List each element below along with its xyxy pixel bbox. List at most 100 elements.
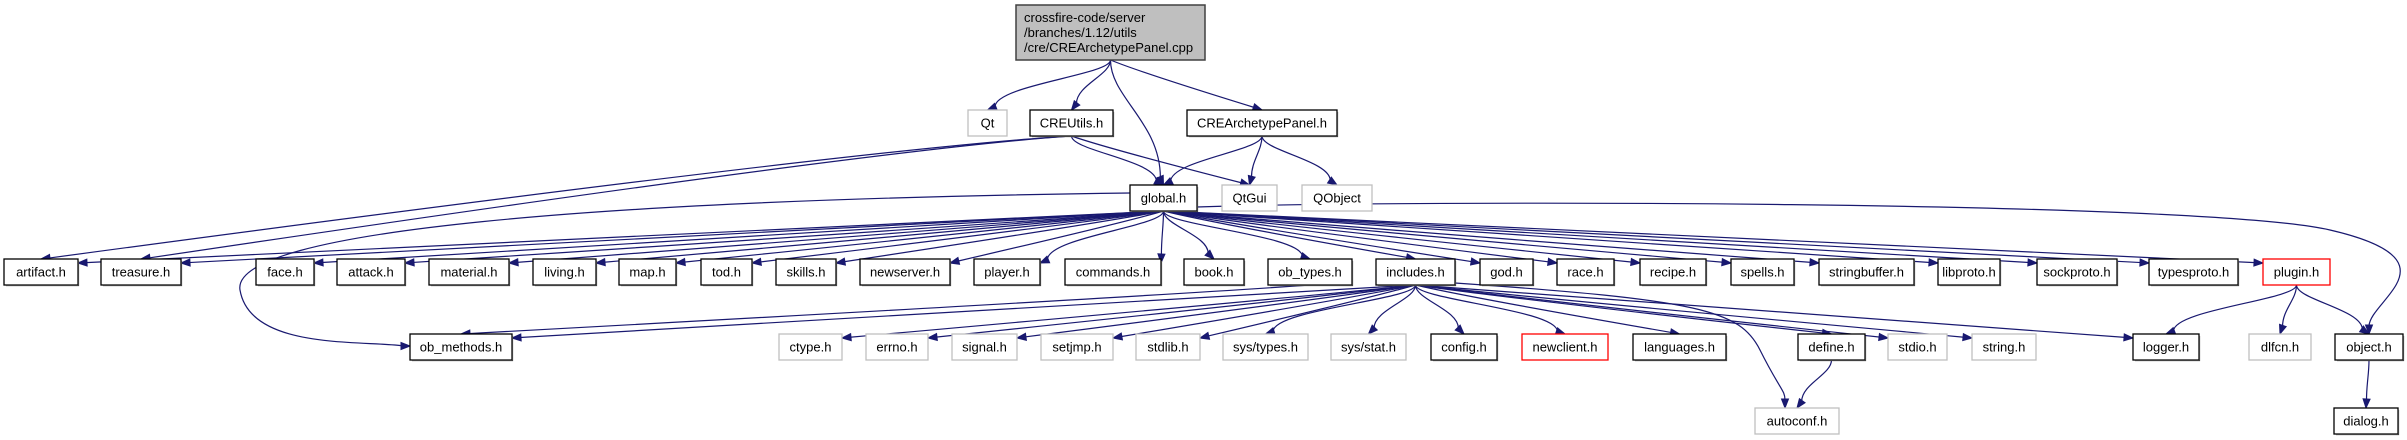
node-sockproto[interactable]: sockproto.h (2036, 258, 2119, 287)
node-stdlib-label: stdlib.h (1147, 340, 1188, 355)
node-map-box[interactable] (618, 258, 677, 286)
node-god-box[interactable] (1479, 258, 1534, 286)
node-signal[interactable]: signal.h (951, 333, 1018, 361)
node-autoconf[interactable]: autoconf.h (1754, 407, 1840, 435)
node-systypes-box[interactable] (1222, 333, 1309, 361)
node-player-box[interactable] (973, 258, 1041, 286)
node-sysstat[interactable]: sys/stat.h (1330, 333, 1407, 361)
node-object[interactable]: object.h (2334, 333, 2405, 362)
node-stringbuffer[interactable]: stringbuffer.h (1818, 258, 1916, 287)
node-stdlib[interactable]: stdlib.h (1135, 333, 1201, 361)
node-logger[interactable]: logger.h (2132, 333, 2201, 362)
node-root-box[interactable] (1015, 4, 1206, 61)
node-treasure[interactable]: treasure.h (100, 258, 183, 287)
node-dlfcn-box[interactable] (2248, 333, 2312, 361)
node-living-box[interactable] (532, 258, 597, 286)
node-map[interactable]: map.h (618, 258, 678, 287)
node-newserver-box[interactable] (859, 258, 951, 286)
node-setjmp-box[interactable] (1040, 333, 1114, 361)
node-CREUtils-box[interactable] (1029, 109, 1114, 137)
node-book-label: book.h (1194, 265, 1233, 280)
node-tod[interactable]: tod.h (700, 258, 754, 287)
edge-includes-to-logger (1415, 284, 2126, 339)
node-race[interactable]: race.h (1556, 258, 1616, 287)
node-logger-box[interactable] (2132, 333, 2200, 361)
node-CREArchetypePanel[interactable]: CREArchetypePanel.h (1186, 109, 1339, 138)
node-typesproto-shadow (2151, 261, 2240, 287)
node-setjmp[interactable]: setjmp.h (1040, 333, 1114, 361)
node-libproto-label: libproto.h (1942, 265, 1995, 280)
node-skills-label: skills.h (786, 265, 825, 280)
node-newserver[interactable]: newserver.h (859, 258, 952, 287)
node-skills[interactable]: skills.h (775, 258, 838, 287)
node-god[interactable]: god.h (1479, 258, 1535, 287)
node-signal-box[interactable] (951, 333, 1018, 361)
node-includes-box[interactable] (1375, 258, 1456, 286)
node-global[interactable]: global.h (1129, 184, 1199, 213)
node-systypes[interactable]: sys/types.h (1222, 333, 1309, 361)
node-sysstat-box[interactable] (1330, 333, 1407, 361)
node-stringbuffer-box[interactable] (1818, 258, 1915, 286)
node-face-shadow (258, 261, 316, 287)
node-CREArchetypePanel-box[interactable] (1186, 109, 1338, 137)
node-plugin-label: plugin.h (2274, 265, 2320, 280)
node-errno[interactable]: errno.h (865, 333, 929, 361)
node-errno-box[interactable] (865, 333, 929, 361)
node-dlfcn[interactable]: dlfcn.h (2248, 333, 2312, 361)
node-artifact[interactable]: artifact.h (3, 258, 80, 287)
node-includes[interactable]: includes.h (1375, 258, 1457, 287)
node-QObject[interactable]: QObject (1301, 184, 1373, 212)
node-libproto[interactable]: libproto.h (1937, 258, 2002, 287)
node-book-box[interactable] (1183, 258, 1245, 286)
node-ob_types[interactable]: ob_types.h (1267, 258, 1354, 287)
node-root[interactable]: crossfire-code/server /branches/1.12/uti… (1015, 4, 1206, 61)
node-living[interactable]: living.h (532, 258, 598, 287)
node-player[interactable]: player.h (973, 258, 1042, 287)
node-attack[interactable]: attack.h (336, 258, 407, 287)
node-define[interactable]: define.h (1797, 333, 1867, 362)
node-race-box[interactable] (1556, 258, 1615, 286)
node-material-box[interactable] (428, 258, 510, 286)
node-tod-label: tod.h (712, 265, 741, 280)
node-languages[interactable]: languages.h (1632, 333, 1728, 362)
node-newclient[interactable]: newclient.h (1521, 333, 1609, 361)
node-Qt[interactable]: Qt (967, 109, 1008, 137)
node-stdio[interactable]: stdio.h (1887, 333, 1948, 361)
node-spells[interactable]: spells.h (1730, 258, 1796, 287)
node-object-box[interactable] (2334, 333, 2404, 361)
node-face[interactable]: face.h (255, 258, 316, 287)
node-autoconf-box[interactable] (1754, 407, 1840, 435)
node-stdio-box[interactable] (1887, 333, 1948, 361)
node-QObject-box[interactable] (1301, 184, 1373, 212)
arrowhead-global-to-map (674, 257, 686, 267)
node-languages-shadow (1635, 336, 1728, 362)
node-dialog[interactable]: dialog.h (2333, 407, 2400, 436)
node-commands[interactable]: commands.h (1064, 258, 1163, 287)
node-newclient-box[interactable] (1521, 333, 1609, 361)
node-CREUtils[interactable]: CREUtils.h (1029, 109, 1115, 138)
node-plugin-box[interactable] (2262, 258, 2331, 286)
node-string[interactable]: string.h (1971, 333, 2037, 361)
node-Qt-box[interactable] (967, 109, 1008, 137)
node-book[interactable]: book.h (1183, 258, 1246, 287)
node-dialog-box[interactable] (2333, 407, 2399, 435)
node-material[interactable]: material.h (428, 258, 511, 287)
node-config[interactable]: config.h (1430, 333, 1499, 362)
node-CREUtils-label: CREUtils.h (1040, 116, 1104, 131)
node-ob_methods[interactable]: ob_methods.h (409, 333, 514, 362)
node-ob_types-box[interactable] (1267, 258, 1353, 286)
node-stdlib-box[interactable] (1135, 333, 1201, 361)
arrowhead-global-to-race (1547, 257, 1559, 266)
edge-global-to-attack (412, 210, 1164, 264)
edge-ob_types-to-ob_methods (468, 284, 1311, 335)
node-ctype-box[interactable] (778, 333, 843, 361)
node-plugin[interactable]: plugin.h (2262, 258, 2331, 286)
node-languages-box[interactable] (1632, 333, 1727, 361)
node-ctype[interactable]: ctype.h (778, 333, 843, 361)
node-typesproto[interactable]: typesproto.h (2148, 258, 2240, 287)
node-QtGui[interactable]: QtGui (1221, 184, 1278, 212)
node-stringbuffer-label: stringbuffer.h (1829, 265, 1904, 280)
node-string-box[interactable] (1971, 333, 2037, 361)
node-recipe[interactable]: recipe.h (1639, 258, 1708, 287)
node-QtGui-box[interactable] (1221, 184, 1278, 212)
